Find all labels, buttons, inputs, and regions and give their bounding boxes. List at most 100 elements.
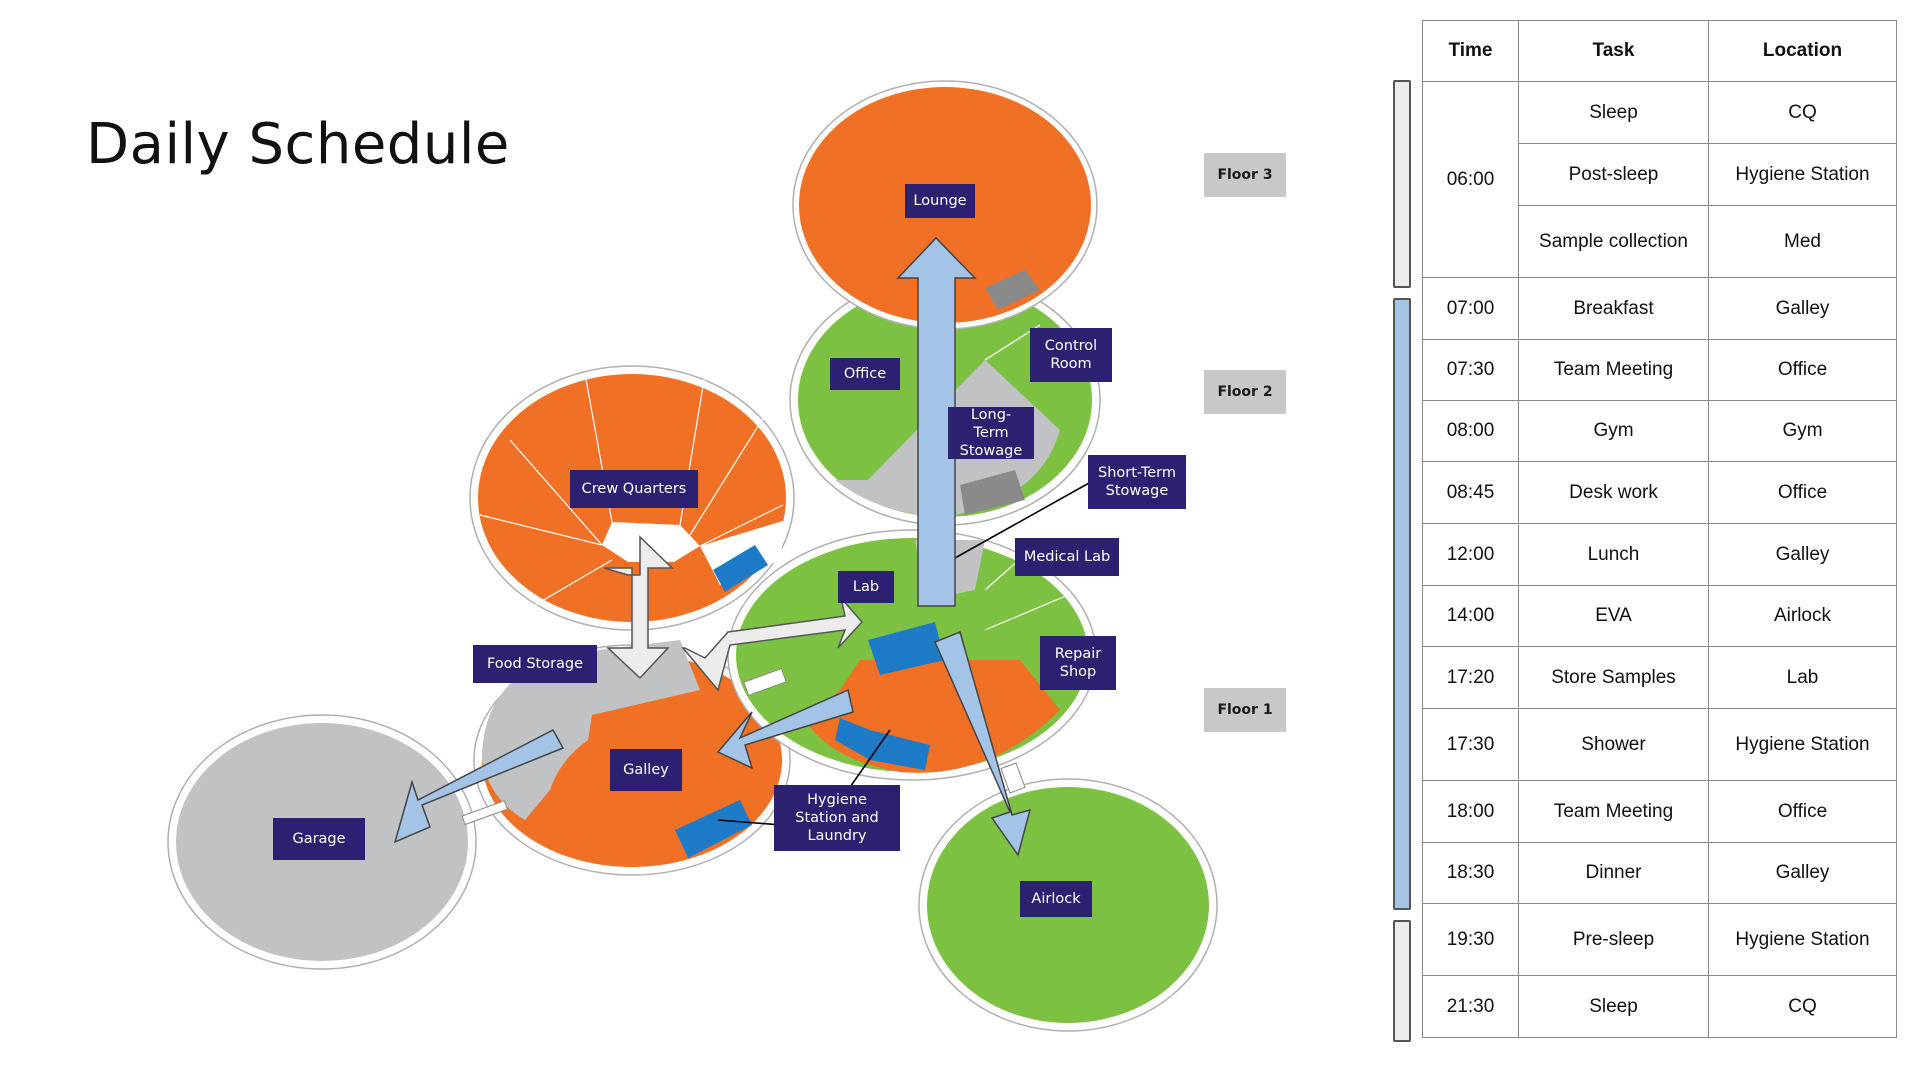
column-header-time: Time — [1422, 20, 1519, 82]
room-label-office: Office — [830, 358, 900, 390]
task-cell: Post-sleep — [1518, 143, 1709, 206]
time-cell: 08:45 — [1422, 461, 1519, 524]
stairs-blue-central — [835, 718, 930, 770]
location-cell: Office — [1708, 780, 1897, 843]
location-cell: Hygiene Station — [1708, 903, 1897, 976]
floor-2-label: Floor 2 — [1204, 370, 1286, 414]
room-label-galley: Galley — [610, 749, 682, 791]
arrow-central-to-airlock — [934, 630, 1032, 857]
location-cell: Gym — [1708, 400, 1897, 462]
room-label-airlock: Airlock — [1020, 881, 1092, 917]
task-cell: Dinner — [1518, 842, 1709, 904]
task-cell: Sleep — [1518, 81, 1709, 144]
task-cell: Gym — [1518, 400, 1709, 462]
page-title: Daily Schedule — [86, 112, 510, 177]
repair-divider — [984, 594, 1069, 631]
room-label-hygiene-station: Hygiene Station and Laundry — [774, 785, 900, 851]
room-label-food-storage: Food Storage — [473, 645, 597, 683]
time-cell: 08:00 — [1422, 400, 1519, 462]
task-cell: Store Samples — [1518, 646, 1709, 709]
location-cell: Med — [1708, 205, 1897, 278]
room-label-medical-lab: Medical Lab — [1015, 538, 1119, 576]
central-blue-stair — [868, 622, 945, 675]
room-label-long-term-stowage: Long-Term Stowage — [948, 407, 1034, 459]
time-cell: 17:20 — [1422, 646, 1519, 709]
room-label-garage: Garage — [273, 818, 365, 860]
arrow-up-to-lounge — [896, 236, 977, 607]
location-cell: Galley — [1708, 523, 1897, 586]
task-cell: Lunch — [1518, 523, 1709, 586]
column-header-location: Location — [1708, 20, 1897, 82]
time-cell: 06:00 — [1422, 81, 1519, 278]
food-storage-area — [482, 640, 700, 820]
stairs-gray-lounge — [985, 270, 1040, 310]
time-cell: 17:30 — [1422, 708, 1519, 781]
connectors — [461, 667, 1026, 826]
arrow-galley-lab — [681, 597, 864, 692]
location-cell: Office — [1708, 461, 1897, 524]
room-label-crew-quarters: Crew Quarters — [570, 470, 698, 508]
arrow-to-galley — [716, 688, 854, 770]
arrow-galley-to-garage — [393, 728, 565, 844]
habitat-diagram — [167, 80, 1218, 1032]
location-cell: Airlock — [1708, 585, 1897, 647]
location-cell: Galley — [1708, 842, 1897, 904]
column-header-task: Task — [1518, 20, 1709, 82]
time-cell: 07:30 — [1422, 339, 1519, 401]
floor-3-label: Floor 3 — [1204, 153, 1286, 197]
time-cell: 18:30 — [1422, 842, 1519, 904]
awake-period-bar — [1393, 298, 1411, 910]
leader-lines — [717, 477, 1099, 826]
location-cell: Lab — [1708, 646, 1897, 709]
time-cell: 07:00 — [1422, 277, 1519, 340]
arrow-crew-galley — [603, 535, 674, 680]
task-cell: EVA — [1518, 585, 1709, 647]
time-cell: 18:00 — [1422, 780, 1519, 843]
crew-quarters-dividers — [479, 373, 784, 606]
stairs-gray-stowage — [960, 470, 1025, 515]
location-cell: CQ — [1708, 81, 1897, 144]
task-cell: Team Meeting — [1518, 780, 1709, 843]
crew-quarters-hub — [602, 522, 700, 562]
time-cell: 19:30 — [1422, 903, 1519, 976]
task-cell: Sample collection — [1518, 205, 1709, 278]
room-label-lab: Lab — [838, 571, 894, 603]
task-cell: Shower — [1518, 708, 1709, 781]
location-cell: Office — [1708, 339, 1897, 401]
time-cell: 14:00 — [1422, 585, 1519, 647]
task-cell: Pre-sleep — [1518, 903, 1709, 976]
task-cell: Team Meeting — [1518, 339, 1709, 401]
task-cell: Desk work — [1518, 461, 1709, 524]
night-period-bar — [1393, 920, 1411, 1042]
task-cell: Breakfast — [1518, 277, 1709, 340]
table-header-row: Time Task Location — [1422, 20, 1897, 82]
room-label-short-term-stowage: Short-Term Stowage — [1088, 455, 1186, 509]
room-label-control-room: Control Room — [1030, 328, 1112, 382]
task-cell: Sleep — [1518, 975, 1709, 1038]
location-cell: Hygiene Station — [1708, 143, 1897, 206]
floor-1-label: Floor 1 — [1204, 688, 1286, 732]
stairs-blue-galley — [675, 800, 752, 858]
location-cell: CQ — [1708, 975, 1897, 1038]
time-cell: 12:00 — [1422, 523, 1519, 586]
stairs-blue-cq — [713, 545, 768, 592]
location-cell: Hygiene Station — [1708, 708, 1897, 781]
location-cell: Galley — [1708, 277, 1897, 340]
room-label-lounge: Lounge — [905, 184, 975, 218]
